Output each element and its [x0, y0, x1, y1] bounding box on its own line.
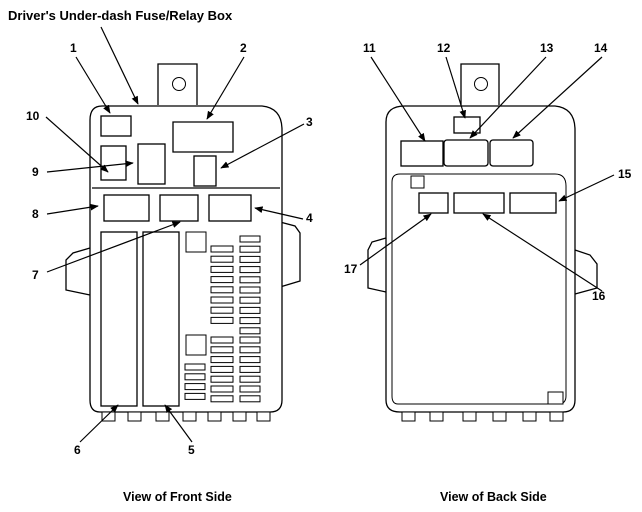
callout-11: 11: [363, 41, 376, 55]
mini-fuse: [210, 316, 234, 324]
back-leader-lines: [359, 56, 615, 292]
caption-back-side: View of Back Side: [440, 490, 547, 504]
back-relay-13: [443, 139, 489, 167]
mini-fuse: [239, 327, 261, 335]
front-right-clip: [279, 221, 301, 288]
mini-fuse: [184, 383, 206, 391]
mini-fuse: [239, 245, 261, 253]
front-relay-2: [172, 121, 234, 153]
mini-fuse: [184, 373, 206, 381]
mini-fuse: [210, 385, 234, 393]
front-fuse-socket-upper: [185, 231, 207, 253]
callout-16: 16: [592, 289, 606, 303]
front-block-6: [100, 231, 138, 407]
callout-14: 14: [594, 41, 608, 55]
mini-fuse: [239, 296, 261, 304]
back-left-clip: [367, 237, 387, 293]
front-relay-9: [137, 143, 166, 185]
mini-fuse: [239, 365, 261, 373]
title-leader: [100, 26, 139, 105]
callout-1: 1: [70, 41, 77, 55]
mini-fuse: [239, 255, 261, 263]
callout-10: 10: [26, 109, 40, 123]
front-mount-hole: [172, 77, 186, 91]
mini-fuse: [239, 306, 261, 314]
front-relay-4: [208, 194, 252, 222]
callout-6: 6: [74, 443, 81, 457]
callout-3: 3: [306, 115, 313, 129]
front-mini-fuse-array: [184, 235, 261, 403]
callout-17: 17: [344, 262, 358, 276]
front-block-5: [142, 231, 180, 407]
front-bottom-tabs: [101, 411, 271, 422]
mini-fuse: [210, 296, 234, 304]
back-relay-14: [489, 139, 534, 167]
mini-fuse: [210, 375, 234, 383]
mini-fuse: [239, 395, 261, 403]
mini-fuse: [239, 317, 261, 325]
callout-2: 2: [240, 41, 247, 55]
back-relay-12: [453, 116, 481, 134]
front-leader-lines: [45, 56, 305, 443]
callout-15: 15: [618, 167, 632, 181]
mini-fuse: [239, 346, 261, 354]
front-view: [65, 63, 301, 422]
back-mount-hole: [474, 77, 488, 91]
back-relay-15: [509, 192, 557, 214]
front-relay-10: [100, 145, 127, 181]
mini-fuse: [184, 363, 206, 371]
callout-7: 7: [32, 268, 39, 282]
diagram-title: Driver's Under-dash Fuse/Relay Box: [8, 8, 233, 23]
back-right-clip: [574, 249, 598, 295]
callout-4: 4: [306, 211, 313, 225]
mini-fuse: [239, 385, 261, 393]
mini-fuse: [210, 336, 234, 344]
mini-fuse: [239, 286, 261, 294]
mini-fuse: [210, 245, 234, 253]
back-relay-11: [400, 140, 444, 167]
callout-9: 9: [32, 165, 39, 179]
back-corner-tab: [410, 175, 425, 189]
front-fuse-socket-lower: [185, 334, 207, 356]
mini-fuse: [210, 286, 234, 294]
callout-12: 12: [437, 41, 451, 55]
back-relay-17: [418, 192, 449, 214]
back-view: [367, 63, 598, 422]
mini-fuse: [239, 266, 261, 274]
caption-front-side: View of Front Side: [123, 490, 232, 504]
front-relay-7: [159, 194, 199, 222]
mini-fuse: [210, 346, 234, 354]
mini-fuse: [210, 265, 234, 273]
mini-fuse: [239, 276, 261, 284]
front-socket-1: [100, 115, 132, 137]
front-left-clip: [65, 247, 91, 296]
mini-fuse: [210, 395, 234, 403]
front-relay-8: [103, 194, 150, 222]
mini-fuse: [239, 336, 261, 344]
mini-fuse: [239, 375, 261, 383]
mini-fuse: [210, 356, 234, 364]
mini-fuse: [184, 392, 206, 400]
mini-fuse: [210, 306, 234, 314]
back-corner-latch: [547, 391, 564, 405]
callout-5: 5: [188, 443, 195, 457]
mini-fuse: [210, 365, 234, 373]
mini-fuse: [239, 235, 261, 243]
callout-13: 13: [540, 41, 554, 55]
front-relay-3: [193, 155, 217, 187]
mini-fuse: [210, 255, 234, 263]
back-relay-16: [453, 192, 505, 214]
back-bottom-tabs: [401, 411, 564, 422]
callout-8: 8: [32, 207, 39, 221]
mini-fuse: [239, 356, 261, 364]
mini-fuse: [210, 276, 234, 284]
